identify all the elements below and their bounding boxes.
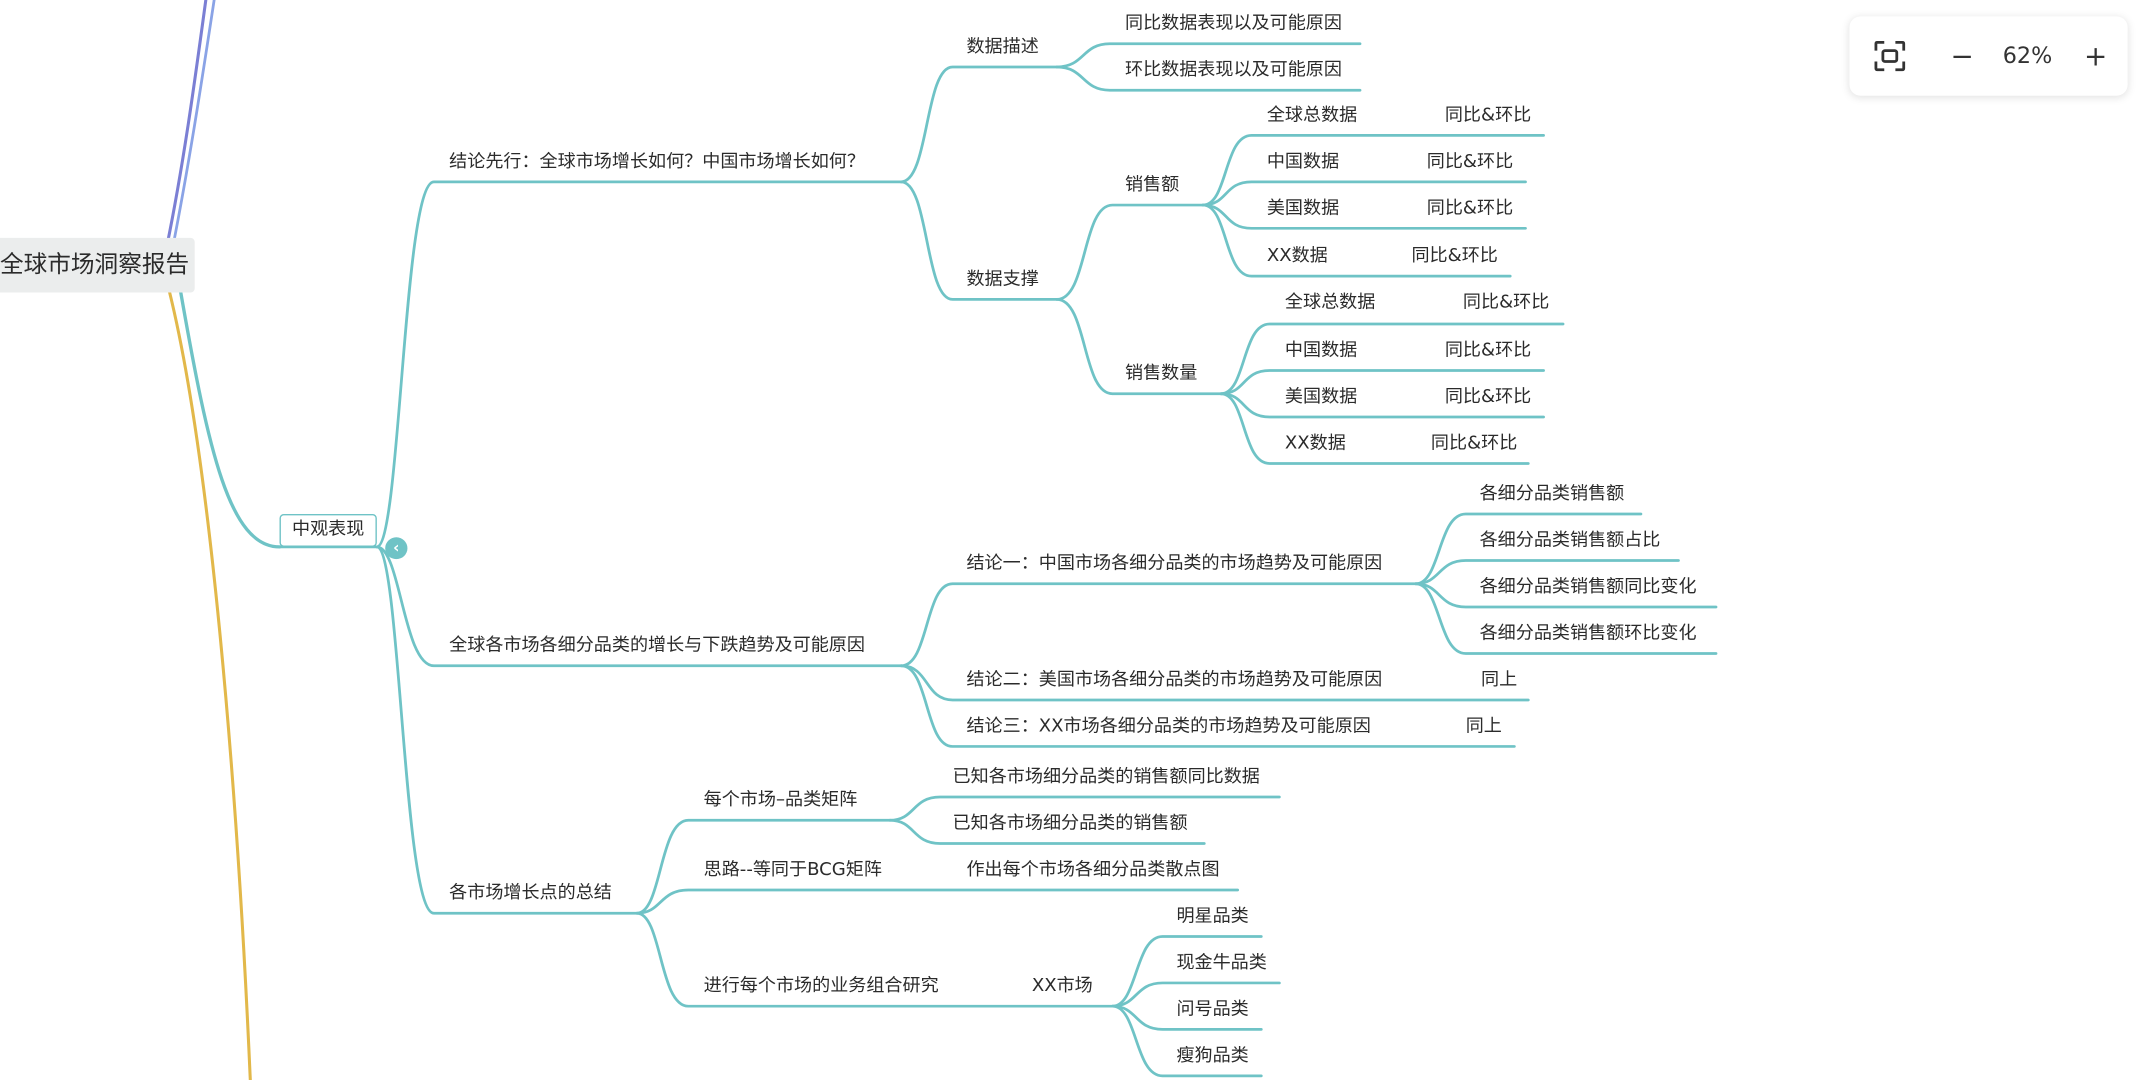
topic-matrix-item[interactable]: 已知各市场细分品类的销售额同比数据 bbox=[952, 766, 1260, 788]
root-node[interactable]: 全球市场洞察报告 bbox=[0, 237, 195, 293]
topic-sales-row-key[interactable]: 全球总数据 bbox=[1266, 105, 1358, 126]
topic-mom-performance[interactable]: 环比数据表现以及可能原因 bbox=[1124, 60, 1342, 81]
zoom-toolbar: − 62% + bbox=[1849, 16, 2128, 96]
topic-portfolio-research[interactable]: 进行每个市场的业务组合研究 bbox=[703, 976, 939, 997]
topic-segment-item[interactable]: 各细分品类销售额 bbox=[1479, 483, 1625, 505]
topic-market-category-matrix[interactable]: 每个市场–品类矩阵 bbox=[703, 790, 858, 811]
topic-data-description[interactable]: 数据描述 bbox=[966, 36, 1039, 58]
topic-sales-row-key[interactable]: 美国数据 bbox=[1266, 198, 1340, 219]
topic-segment-item[interactable]: 各细分品类销售额同比变化 bbox=[1479, 576, 1697, 598]
topic-conclusion-three[interactable]: 结论三：XX市场各细分品类的市场趋势及可能原因 bbox=[966, 716, 1371, 737]
topic-qty-row-key[interactable]: 美国数据 bbox=[1284, 386, 1358, 408]
topic-matrix-item[interactable]: 已知各市场细分品类的销售额 bbox=[952, 813, 1188, 834]
topic-sales-row-value[interactable]: 同比&环比 bbox=[1411, 246, 1498, 267]
topic-mid-performance[interactable]: 中观表现 bbox=[279, 514, 377, 547]
topic-sales-quantity[interactable]: 销售数量 bbox=[1124, 363, 1198, 385]
topic-growth-summary[interactable]: 各市场增长点的总结 bbox=[449, 883, 612, 904]
topic-qty-row-value[interactable]: 同比&环比 bbox=[1462, 292, 1550, 314]
topic-sales-row-key[interactable]: 中国数据 bbox=[1266, 151, 1340, 173]
topic-data-support[interactable]: 数据支撑 bbox=[966, 269, 1039, 290]
topic-qty-row-value[interactable]: 同比&环比 bbox=[1444, 340, 1532, 361]
topic-conclusion-one[interactable]: 结论一：中国市场各细分品类的市场趋势及可能原因 bbox=[966, 553, 1383, 575]
zoom-out-button[interactable]: − bbox=[1950, 39, 1974, 73]
topic-sales-row-key[interactable]: XX数据 bbox=[1266, 246, 1328, 267]
topic-category-item[interactable]: 明星品类 bbox=[1176, 906, 1249, 927]
topic-sales-amount[interactable]: 销售额 bbox=[1124, 174, 1180, 196]
topic-sales-row-value[interactable]: 同比&环比 bbox=[1426, 151, 1514, 173]
topic-segment-item[interactable]: 各细分品类销售额环比变化 bbox=[1479, 623, 1697, 644]
topic-category-item[interactable]: 现金牛品类 bbox=[1176, 952, 1267, 974]
topic-same-as-above[interactable]: 同上 bbox=[1480, 669, 1518, 691]
collapse-toggle-icon[interactable]: ‹ bbox=[385, 537, 408, 560]
topic-sales-row-value[interactable]: 同比&环比 bbox=[1444, 105, 1532, 126]
topic-scatter-plot[interactable]: 作出每个市场各细分品类散点图 bbox=[966, 859, 1220, 881]
topic-qty-row-value[interactable]: 同比&环比 bbox=[1430, 433, 1518, 454]
topic-segment-trends[interactable]: 全球各市场各细分品类的增长与下跌趋势及可能原因 bbox=[449, 635, 865, 657]
topic-conclusion-two[interactable]: 结论二：美国市场各细分品类的市场趋势及可能原因 bbox=[966, 669, 1383, 691]
topic-category-item[interactable]: 瘦狗品类 bbox=[1176, 1045, 1249, 1067]
topic-conclusion-first[interactable]: 结论先行：全球市场增长如何？中国市场增长如何？ bbox=[449, 151, 865, 173]
topic-qty-row-key[interactable]: 中国数据 bbox=[1284, 340, 1358, 361]
topic-qty-row-key[interactable]: XX数据 bbox=[1284, 433, 1346, 454]
zoom-level: 62% bbox=[2002, 42, 2053, 69]
topic-qty-row-key[interactable]: 全球总数据 bbox=[1284, 292, 1376, 314]
topic-category-item[interactable]: 问号品类 bbox=[1176, 999, 1249, 1020]
fit-screen-icon[interactable] bbox=[1869, 36, 1911, 77]
topic-sales-row-value[interactable]: 同比&环比 bbox=[1426, 198, 1514, 219]
topic-bcg-approach[interactable]: 思路--等同于BCG矩阵 bbox=[703, 859, 882, 881]
topic-xx-market[interactable]: XX市场 bbox=[1031, 976, 1093, 997]
zoom-in-button[interactable]: + bbox=[2083, 39, 2108, 73]
topic-yoy-performance[interactable]: 同比数据表现以及可能原因 bbox=[1124, 13, 1342, 35]
topic-same-as-above[interactable]: 同上 bbox=[1465, 716, 1502, 737]
topic-qty-row-value[interactable]: 同比&环比 bbox=[1444, 386, 1532, 408]
topic-segment-item[interactable]: 各细分品类销售额占比 bbox=[1479, 530, 1661, 551]
